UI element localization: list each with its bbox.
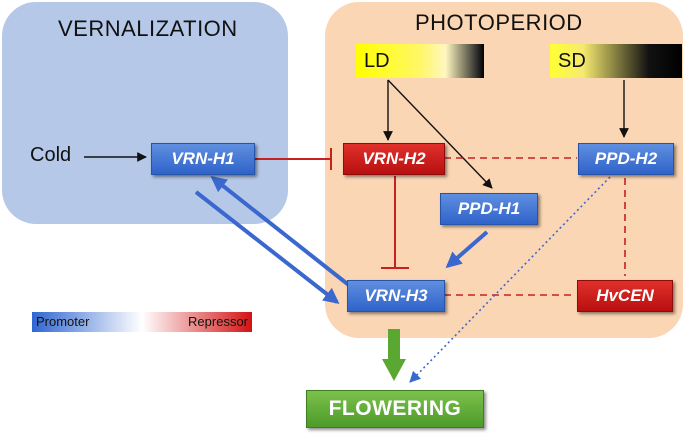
vrn-h1-node: VRN-H1	[151, 143, 255, 175]
legend-repressor-label: Repressor	[188, 314, 248, 329]
ld-to-ppd-h1-arrow	[387, 79, 493, 189]
vrn-h2-node: VRN-H2	[343, 143, 445, 175]
ppd-h1-to-vrn-h3-arrow	[445, 230, 489, 269]
hvcen-node: HvCEN	[577, 280, 673, 312]
photoperiod-title: PHOTOPERIOD	[415, 10, 583, 35]
promoter-repressor-legend: Promoter Repressor	[32, 312, 252, 332]
cold-label: Cold	[30, 144, 72, 166]
flowering-output: FLOWERING	[306, 390, 484, 428]
vrn-h3-node: VRN-H3	[347, 280, 445, 312]
vrn-h1-to-vrn-h3-arrow	[194, 190, 340, 304]
vrn-h3-to-flowering-arrow-head	[382, 359, 406, 381]
vrn-h3-to-flowering-arrow-shaft	[388, 329, 400, 361]
ppd-h2-node: PPD-H2	[578, 143, 674, 175]
vernalization-title: VERNALIZATION	[58, 16, 238, 41]
ppd-h1-node: PPD-H1	[440, 193, 538, 225]
ld-label: LD	[364, 50, 390, 72]
vernalization-region	[2, 2, 288, 224]
short-day-light-bar: SD	[550, 44, 682, 78]
sd-label: SD	[558, 50, 586, 72]
long-day-light-bar: LD	[356, 44, 484, 78]
legend-promoter-label: Promoter	[36, 314, 90, 329]
vrn-h3-to-vrn-h1-arrow	[210, 176, 352, 288]
